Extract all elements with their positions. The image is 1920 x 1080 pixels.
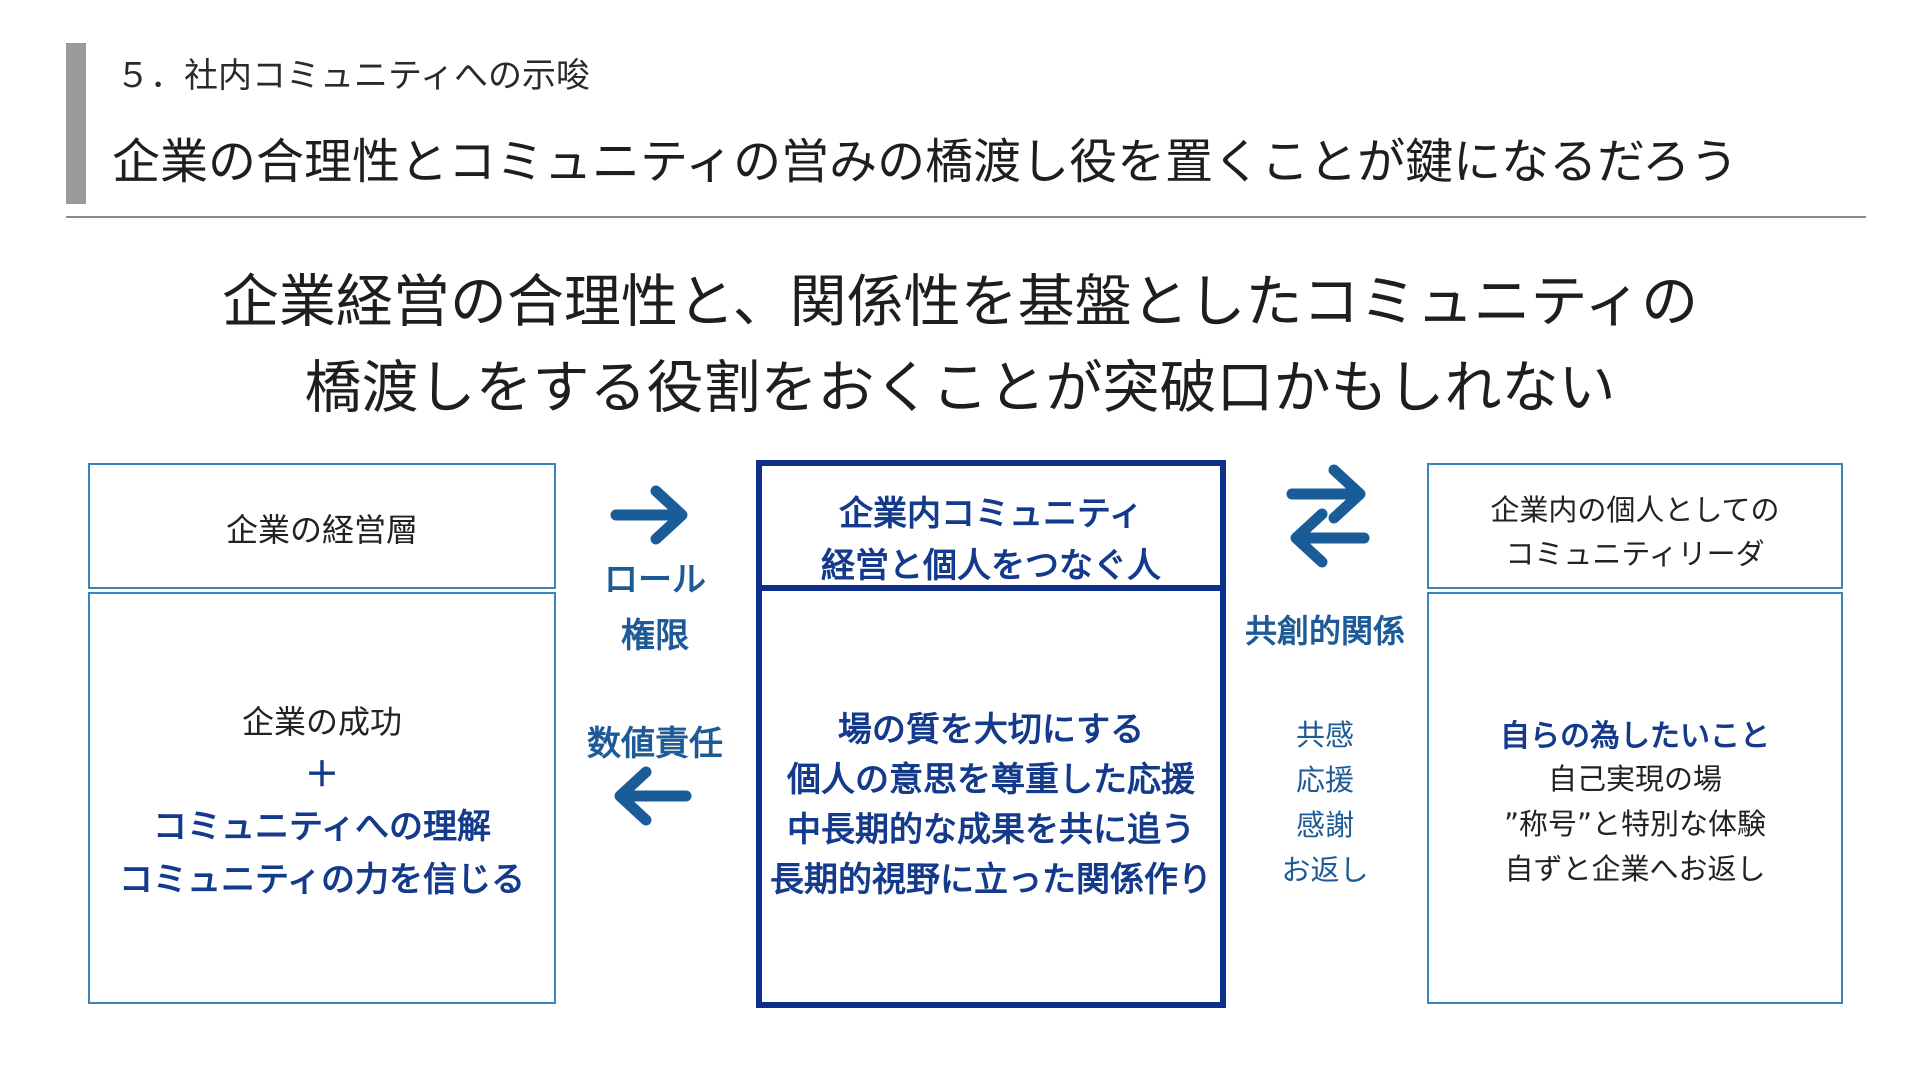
management-header-label: 企業の経営層 bbox=[225, 511, 418, 549]
empathy-label: 共感 bbox=[1295, 718, 1354, 752]
numeric-responsibility-label: 数値責任 bbox=[587, 724, 723, 764]
section-label: ５．社内コミュニティへの示唆 bbox=[116, 56, 590, 96]
title-divider bbox=[66, 216, 1866, 218]
co-creation-label: 共創的関係 bbox=[1244, 612, 1405, 650]
community-header-line-2: 経営と個人をつなぐ人 bbox=[821, 546, 1161, 586]
plus-sign: ＋ bbox=[305, 755, 339, 795]
authority-label: 権限 bbox=[621, 616, 689, 656]
management-header-box: 企業の経営層 bbox=[88, 463, 556, 589]
leader-body-box: 自らの為したいこと 自己実現の場 ”称号”と特別な体験 自ずと企業へお返し bbox=[1427, 592, 1843, 1004]
leader-header-line-2: コミュニティリーダ bbox=[1505, 537, 1765, 571]
leader-item-3: 自ずと企業へお返し bbox=[1504, 852, 1766, 886]
community-item-4: 長期的視野に立った関係作り bbox=[770, 860, 1212, 900]
role-label: ロール bbox=[604, 560, 706, 600]
key-message-line-2: 橋渡しをする役割をおくことが突破口かもしれない bbox=[304, 355, 1616, 421]
leader-item-1: 自己実現の場 bbox=[1547, 762, 1722, 796]
management-understanding-text: コミュニティへの理解 bbox=[153, 807, 491, 847]
management-belief-text: コミュニティの力を信じる bbox=[119, 860, 525, 900]
arrow-left-icon bbox=[614, 766, 692, 826]
community-header-line-1: 企業内コミュニティ bbox=[839, 494, 1143, 534]
arrow-right-icon bbox=[610, 485, 688, 545]
support-label: 応援 bbox=[1295, 763, 1354, 797]
key-message-line-1: 企業経営の合理性と、関係性を基盤としたコミュニティの bbox=[221, 269, 1699, 335]
exchange-arrows-icon bbox=[1286, 464, 1370, 568]
community-item-2: 個人の意思を尊重した応援 bbox=[787, 760, 1195, 800]
gratitude-label: 感謝 bbox=[1295, 808, 1354, 842]
leader-header-line-1: 企業内の個人としての bbox=[1490, 493, 1780, 527]
leader-header-box: 企業内の個人としての コミュニティリーダ bbox=[1427, 463, 1843, 589]
title-accent-bar bbox=[66, 43, 86, 204]
community-item-3: 中長期的な成果を共に追う bbox=[787, 810, 1195, 850]
management-body-box: 企業の成功 ＋ コミュニティへの理解 コミュニティの力を信じる bbox=[88, 592, 556, 1004]
return-favor-label: お返し bbox=[1281, 853, 1369, 887]
slide-title: 企業の合理性とコミュニティの営みの橋渡し役を置くことが鍵になるだろう bbox=[112, 134, 1739, 190]
community-connector-box: 企業内コミュニティ 経営と個人をつなぐ人 bbox=[756, 460, 1226, 1008]
management-success-text: 企業の成功 bbox=[241, 703, 402, 741]
leader-item-2: ”称号”と特別な体験 bbox=[1503, 807, 1767, 841]
leader-aspiration-text: 自らの為したいこと bbox=[1500, 719, 1770, 754]
community-box-divider bbox=[756, 585, 1226, 591]
community-item-1: 場の質を大切にする bbox=[837, 710, 1145, 750]
